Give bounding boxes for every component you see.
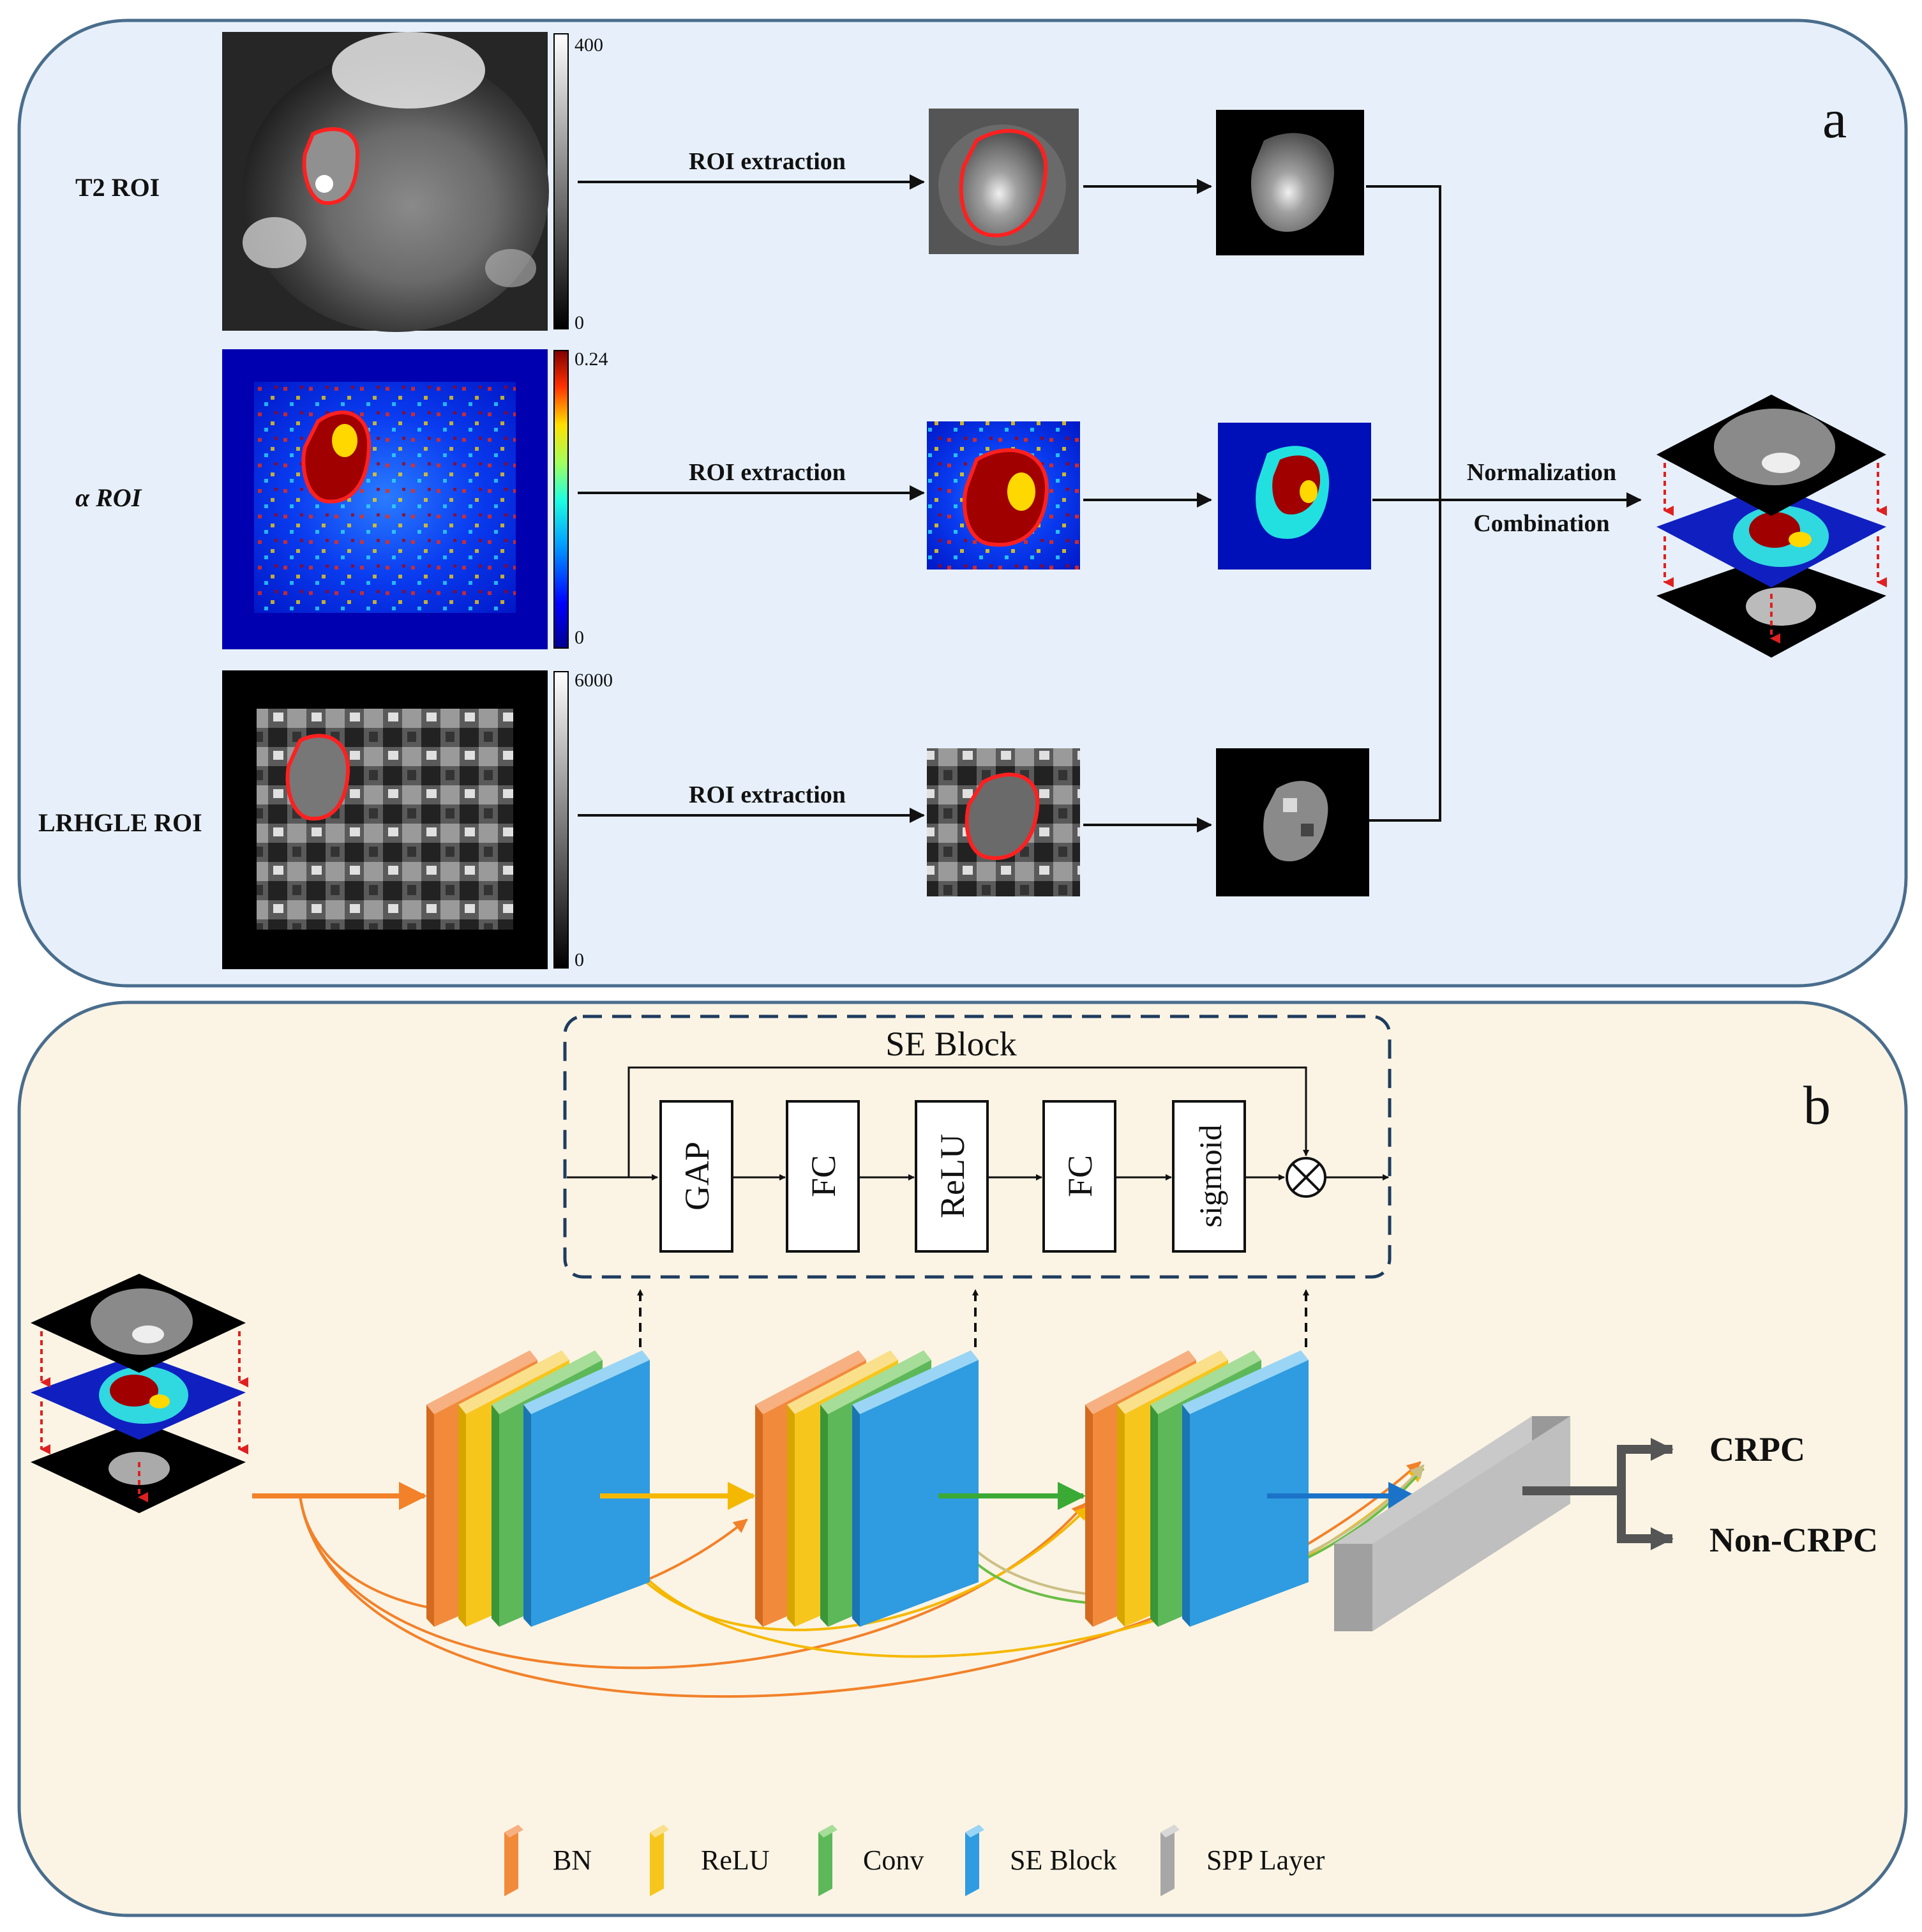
se-op-fc2-label: FC — [1061, 1155, 1099, 1197]
panel-b-letter: b — [1803, 1075, 1831, 1136]
alpha-colorbar-max: 0.24 — [574, 349, 608, 370]
se-op-gap-label: GAP — [678, 1142, 716, 1211]
alpha-masked-roi — [1218, 423, 1371, 570]
t2-source-image — [222, 32, 549, 332]
legend-swatch-relu — [650, 1825, 669, 1896]
legend-label-se-block: SE Block — [1010, 1845, 1116, 1876]
t2-cropped-roi — [929, 109, 1079, 254]
multiply-icon — [1286, 1157, 1326, 1198]
legend-label-bn: BN — [553, 1845, 592, 1876]
se-op-fc2 — [1042, 1100, 1116, 1253]
lrhgle-masked-roi — [1216, 748, 1369, 896]
lrhgle-colorbar-min: 0 — [574, 949, 584, 970]
row-label-lrhgle: LRHGLE ROI — [38, 808, 202, 837]
alpha-colorbar — [553, 350, 569, 649]
normalization-label: Normalization — [1467, 459, 1616, 486]
row-label-alpha: α ROI — [75, 483, 142, 512]
alpha-source-image — [222, 349, 548, 649]
legend-label-conv: Conv — [863, 1845, 924, 1876]
output-non-crpc: Non-CRPC — [1709, 1521, 1878, 1559]
se-skip-line — [627, 1066, 1309, 1177]
legend-swatch-bn — [504, 1825, 523, 1896]
se-op-sigmoid-label: sigmoid — [1192, 1124, 1228, 1227]
panel-a-letter: a — [1822, 88, 1847, 149]
legend-label-spp: SPP Layer — [1206, 1845, 1325, 1876]
lrhgle-colorbar-max: 6000 — [574, 670, 613, 691]
t2-colorbar — [553, 33, 569, 329]
t2-masked-roi — [1216, 110, 1364, 255]
output-crpc: CRPC — [1709, 1430, 1805, 1468]
roi-extraction-label-alpha: ROI extraction — [689, 459, 846, 486]
lrhgle-source-image — [222, 670, 548, 969]
t2-colorbar-max: 400 — [574, 34, 603, 56]
se-block-box — [563, 1015, 1392, 1279]
merge-bracket — [1366, 185, 1441, 822]
t2-colorbar-min: 0 — [574, 312, 584, 333]
se-op-relu — [915, 1100, 989, 1253]
stacked-input-b — [31, 1274, 248, 1513]
lrhgle-cropped-roi — [927, 748, 1080, 896]
noncrpc-arrow — [1617, 1491, 1674, 1550]
se-block-title: SE Block — [885, 1025, 1017, 1063]
se-op-relu-label: ReLU — [933, 1134, 972, 1218]
legend: BN ReLU Conv SE Block SPP Layer — [504, 1825, 1325, 1896]
legend-label-relu: ReLU — [701, 1845, 770, 1876]
se-op-sigmoid — [1172, 1100, 1246, 1253]
alpha-colorbar-min: 0 — [574, 627, 584, 648]
roi-extraction-label-t2: ROI extraction — [689, 148, 846, 175]
spp-layer — [1334, 1416, 1570, 1631]
legend-swatch-se-block — [965, 1825, 984, 1896]
block-3 — [1085, 1350, 1309, 1627]
block-2 — [755, 1350, 979, 1627]
roi-extraction-label-lrhgle: ROI extraction — [689, 781, 846, 808]
block-1 — [426, 1350, 650, 1627]
row-label-t2: T2 ROI — [75, 173, 160, 202]
stacked-channels-a — [1656, 395, 1887, 658]
legend-swatch-conv — [818, 1825, 837, 1896]
combination-label: Combination — [1473, 510, 1609, 537]
lrhgle-colorbar — [553, 671, 569, 969]
se-op-fc1-label: FC — [804, 1155, 843, 1197]
legend-swatch-spp — [1160, 1825, 1180, 1896]
alpha-cropped-roi — [927, 421, 1080, 570]
